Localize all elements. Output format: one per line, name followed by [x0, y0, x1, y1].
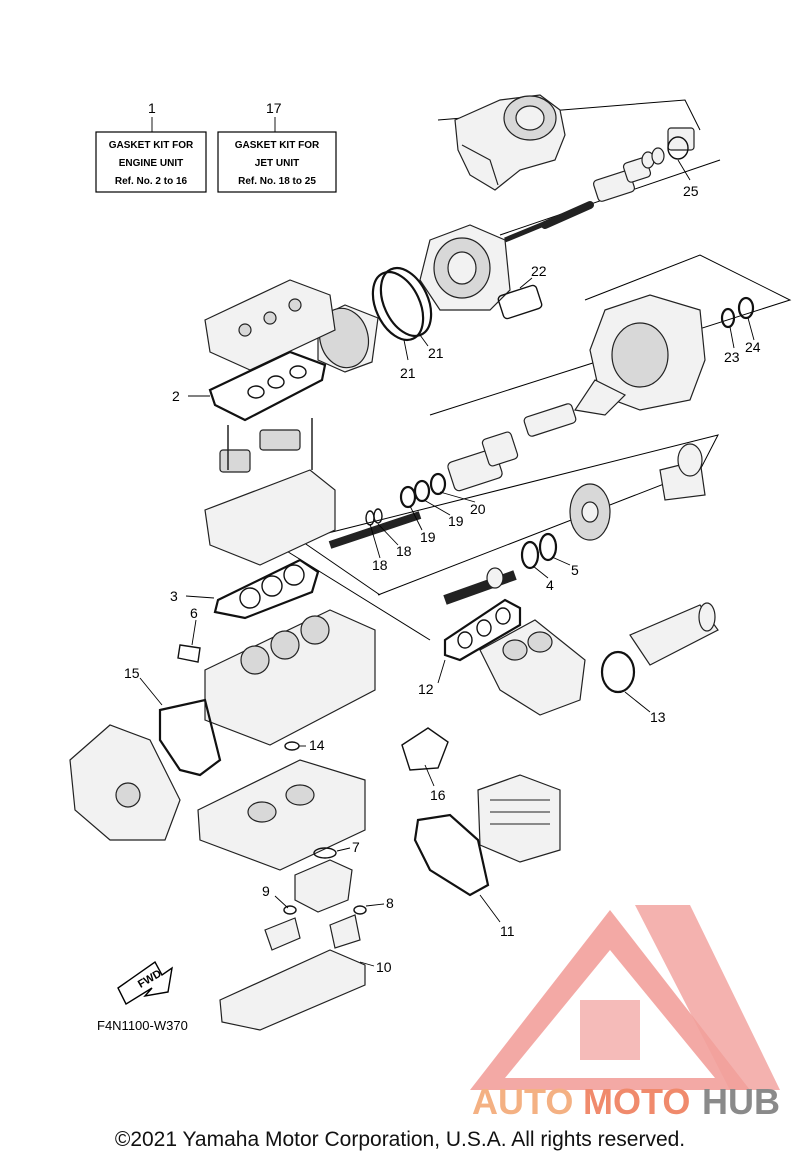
- callout-1: 1: [148, 100, 156, 116]
- callout-8: 8: [386, 895, 394, 911]
- gasket-16: 16: [401, 727, 449, 803]
- coupling-shaft: [443, 567, 517, 605]
- diagram-code: F4N1100-W370: [97, 1018, 188, 1033]
- callout-21b: 21: [428, 345, 444, 361]
- side-cover: [69, 724, 181, 841]
- callout-3: 3: [170, 588, 178, 604]
- callout-19b: 19: [420, 529, 436, 545]
- kit-jet-line3: Ref. No. 18 to 25: [238, 176, 316, 187]
- seals-4-5: 4 5: [520, 532, 579, 593]
- crankcase: [197, 759, 366, 871]
- callout-2: 2: [172, 388, 180, 404]
- callout-25: 25: [683, 183, 699, 199]
- callout-16: 16: [430, 787, 446, 803]
- callout-20: 20: [470, 501, 486, 517]
- kit-jet-line1: GASKET KIT FOR: [235, 140, 320, 151]
- gasket-9: 9: [262, 883, 297, 915]
- cylinder-block: [204, 609, 376, 746]
- wordmark-hub: HUB: [702, 1081, 780, 1122]
- oil-pump: [294, 859, 353, 913]
- head-cover-gasket: 2: [172, 350, 327, 422]
- callout-14: 14: [309, 737, 325, 753]
- automotohub-wordmark: AUTO MOTO HUB: [472, 1081, 780, 1122]
- callout-13: 13: [650, 709, 666, 725]
- callout-23: 23: [724, 349, 740, 365]
- cylinder-head: [204, 418, 336, 566]
- kit-jet-line2: JET UNIT: [255, 158, 299, 169]
- callout-24: 24: [745, 339, 761, 355]
- callout-19a: 19: [448, 513, 464, 529]
- o-ring-14: 14: [284, 737, 325, 753]
- callout-21a: 21: [400, 365, 416, 381]
- gasket-6: 6: [177, 605, 201, 663]
- intermediate-housing: [419, 224, 511, 311]
- exhaust-pipe: [629, 602, 719, 666]
- oil-strainer: [264, 917, 301, 951]
- callout-18a: 18: [396, 543, 412, 559]
- head-cover: [204, 279, 336, 371]
- manifold-gasket-12: 12: [418, 598, 522, 697]
- gasket-kit-jet: 17 GASKET KIT FOR JET UNIT Ref. No. 18 t…: [217, 100, 337, 193]
- exhaust-manifold: [479, 619, 586, 716]
- gasket-8: 8: [329, 895, 394, 949]
- callout-6: 6: [190, 605, 198, 621]
- fwd-arrow-icon: FWD: [117, 960, 173, 1005]
- intake-manifold: [477, 774, 561, 863]
- callout-9: 9: [262, 883, 270, 899]
- callout-4: 4: [546, 577, 554, 593]
- callout-22: 22: [531, 263, 547, 279]
- kit-engine-line3: Ref. No. 2 to 16: [115, 176, 188, 187]
- callout-11: 11: [500, 923, 515, 939]
- callout-18b: 18: [372, 557, 388, 573]
- gasket-7: 7: [313, 839, 360, 859]
- seals-18-20: 20 19 19 18 18: [365, 472, 486, 573]
- kit-engine-line1: GASKET KIT FOR: [109, 140, 194, 151]
- kit-engine-line2: ENGINE UNIT: [119, 158, 183, 169]
- callout-10: 10: [376, 959, 392, 975]
- jet-shaft: [504, 147, 665, 243]
- pipe-gasket-13: 13: [600, 650, 666, 725]
- wordmark-moto: MOTO: [583, 1081, 690, 1122]
- oil-pan: 10: [219, 949, 392, 1031]
- o-rings-21: 21 21: [371, 266, 444, 381]
- wordmark-auto: AUTO: [472, 1081, 573, 1122]
- callout-5: 5: [571, 562, 579, 578]
- callout-12: 12: [418, 681, 434, 697]
- drive-coupling: [569, 443, 706, 541]
- callout-17: 17: [266, 100, 282, 116]
- drive-shaft: [328, 403, 577, 549]
- oil-seals-23-24: 23 24: [720, 296, 761, 365]
- automotohub-logo: [470, 905, 780, 1090]
- gasket-22: 22: [497, 263, 547, 320]
- jet-pump-housing: [454, 94, 566, 191]
- jet-bearing-housing: 25: [667, 127, 699, 199]
- callout-7: 7: [352, 839, 360, 855]
- intake-gasket-11: 11: [413, 813, 515, 939]
- copyright-notice: ©2021 Yamaha Motor Corporation, U.S.A. A…: [114, 1128, 686, 1151]
- gasket-kit-engine: 1 GASKET KIT FOR ENGINE UNIT Ref. No. 2 …: [95, 100, 207, 193]
- cover-gasket-15: 15: [124, 665, 222, 777]
- head-gasket-3: 3: [170, 558, 320, 620]
- jet-rear-housing: [573, 294, 706, 416]
- callout-15: 15: [124, 665, 140, 681]
